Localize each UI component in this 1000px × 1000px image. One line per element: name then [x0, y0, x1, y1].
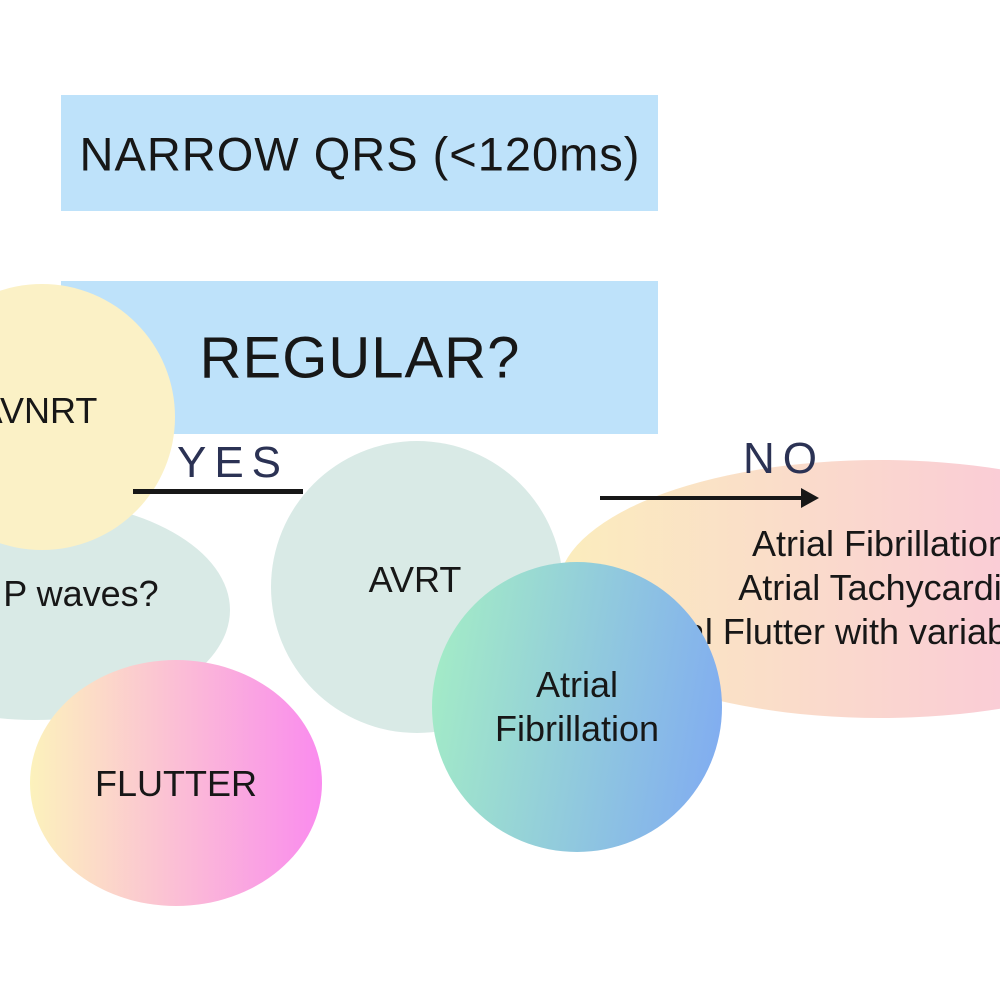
- narrow-qrs-label: NARROW QRS (<120ms): [79, 127, 641, 181]
- yes-branch-label: YES: [176, 438, 290, 487]
- afib-node: [432, 562, 722, 852]
- yes-branch-line: [133, 489, 303, 494]
- flutter-node: [30, 660, 322, 906]
- narrow-qrs-box: [61, 95, 658, 211]
- p-waves-label: P waves?: [3, 573, 159, 614]
- irregular-outcome-line-2: Atrial Tachycardia: [738, 567, 1000, 608]
- avrt-label: AVRT: [368, 559, 462, 600]
- no-branch-label: NO: [743, 434, 825, 483]
- no-branch-arrow-line: [600, 496, 805, 500]
- irregular-outcome-line-1: Atrial Fibrillation: [751, 523, 1000, 564]
- no-branch-arrowhead-icon: [801, 488, 819, 508]
- afib-line-1: Atrial: [535, 664, 619, 705]
- afib-line-2: Fibrillation: [494, 708, 660, 749]
- avnrt-label: AVNRT: [0, 390, 98, 431]
- afib-label: Atrial Fibrillation: [495, 663, 659, 751]
- flutter-label: FLUTTER: [95, 763, 257, 804]
- regular-question-label: REGULAR?: [199, 325, 521, 391]
